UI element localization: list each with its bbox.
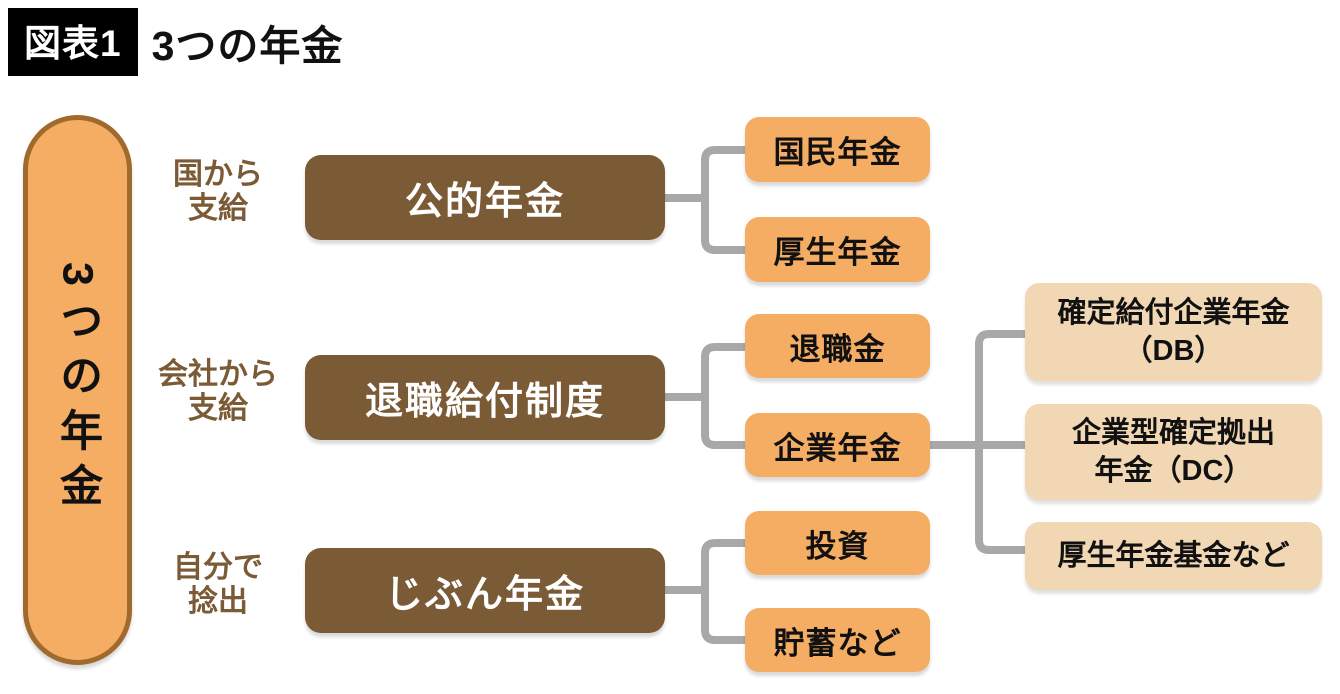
node-label: 貯蓄など (773, 625, 902, 661)
root-node-label: 3つの年金 (53, 262, 102, 518)
category-self-pension: じぶん年金 (305, 548, 665, 633)
node-label: 企業年金 (773, 430, 902, 466)
source-label-line: 支給 (188, 391, 248, 425)
source-label-line: 自分で (173, 551, 263, 584)
page-title: 3つの年金 (151, 23, 344, 69)
node-label-line: 年金（DC） (1094, 455, 1253, 487)
category-label: じぶん年金 (384, 574, 585, 616)
node-defined-benefit-db: 確定給付企業年金 （DB） (1025, 283, 1322, 381)
node-label: 国民年金 (773, 135, 902, 170)
source-label-line: 支給 (188, 191, 248, 225)
node-corporate-pension: 企業年金 (745, 413, 930, 477)
category-public-pension: 公的年金 (305, 155, 665, 240)
source-label-country: 国から 支給 (138, 158, 298, 225)
connector-row3-bracket (701, 539, 745, 644)
node-label: 厚生年金 (773, 235, 902, 270)
header: 図表1 3つの年金 (8, 8, 343, 76)
node-label-line: 企業型確定拠出 (1071, 416, 1275, 449)
source-label-line: 捻出 (188, 584, 248, 618)
node-defined-contribution-dc: 企業型確定拠出 年金（DC） (1025, 404, 1322, 500)
connector-corp-bracket (975, 330, 1025, 554)
source-label-line: 会社から (158, 358, 278, 391)
node-employee-pension-fund: 厚生年金基金など (1025, 522, 1322, 590)
connector-row1-bracket (701, 146, 745, 254)
node-employee-pension: 厚生年金 (745, 217, 930, 282)
category-retirement-benefit: 退職給付制度 (305, 355, 665, 440)
node-label: 退職金 (789, 331, 886, 367)
category-label: 退職給付制度 (364, 381, 605, 423)
node-label: 投資 (805, 528, 870, 564)
node-retirement-allowance: 退職金 (745, 314, 930, 378)
source-label-company: 会社から 支給 (138, 358, 298, 425)
connector-row2-bracket (701, 343, 745, 449)
node-label-line: （DB） (1123, 335, 1224, 367)
node-label-line: 確定給付企業年金 (1057, 296, 1290, 329)
node-label-line: 厚生年金基金など (1057, 539, 1290, 572)
node-savings: 貯蓄など (745, 608, 930, 672)
category-label: 公的年金 (404, 181, 565, 223)
node-investment: 投資 (745, 511, 930, 575)
node-national-pension: 国民年金 (745, 117, 930, 182)
source-label-line: 国から (173, 158, 263, 191)
source-label-self: 自分で 捻出 (138, 551, 298, 618)
figure-badge: 図表1 (8, 8, 138, 76)
root-node: 3つの年金 (23, 115, 132, 665)
